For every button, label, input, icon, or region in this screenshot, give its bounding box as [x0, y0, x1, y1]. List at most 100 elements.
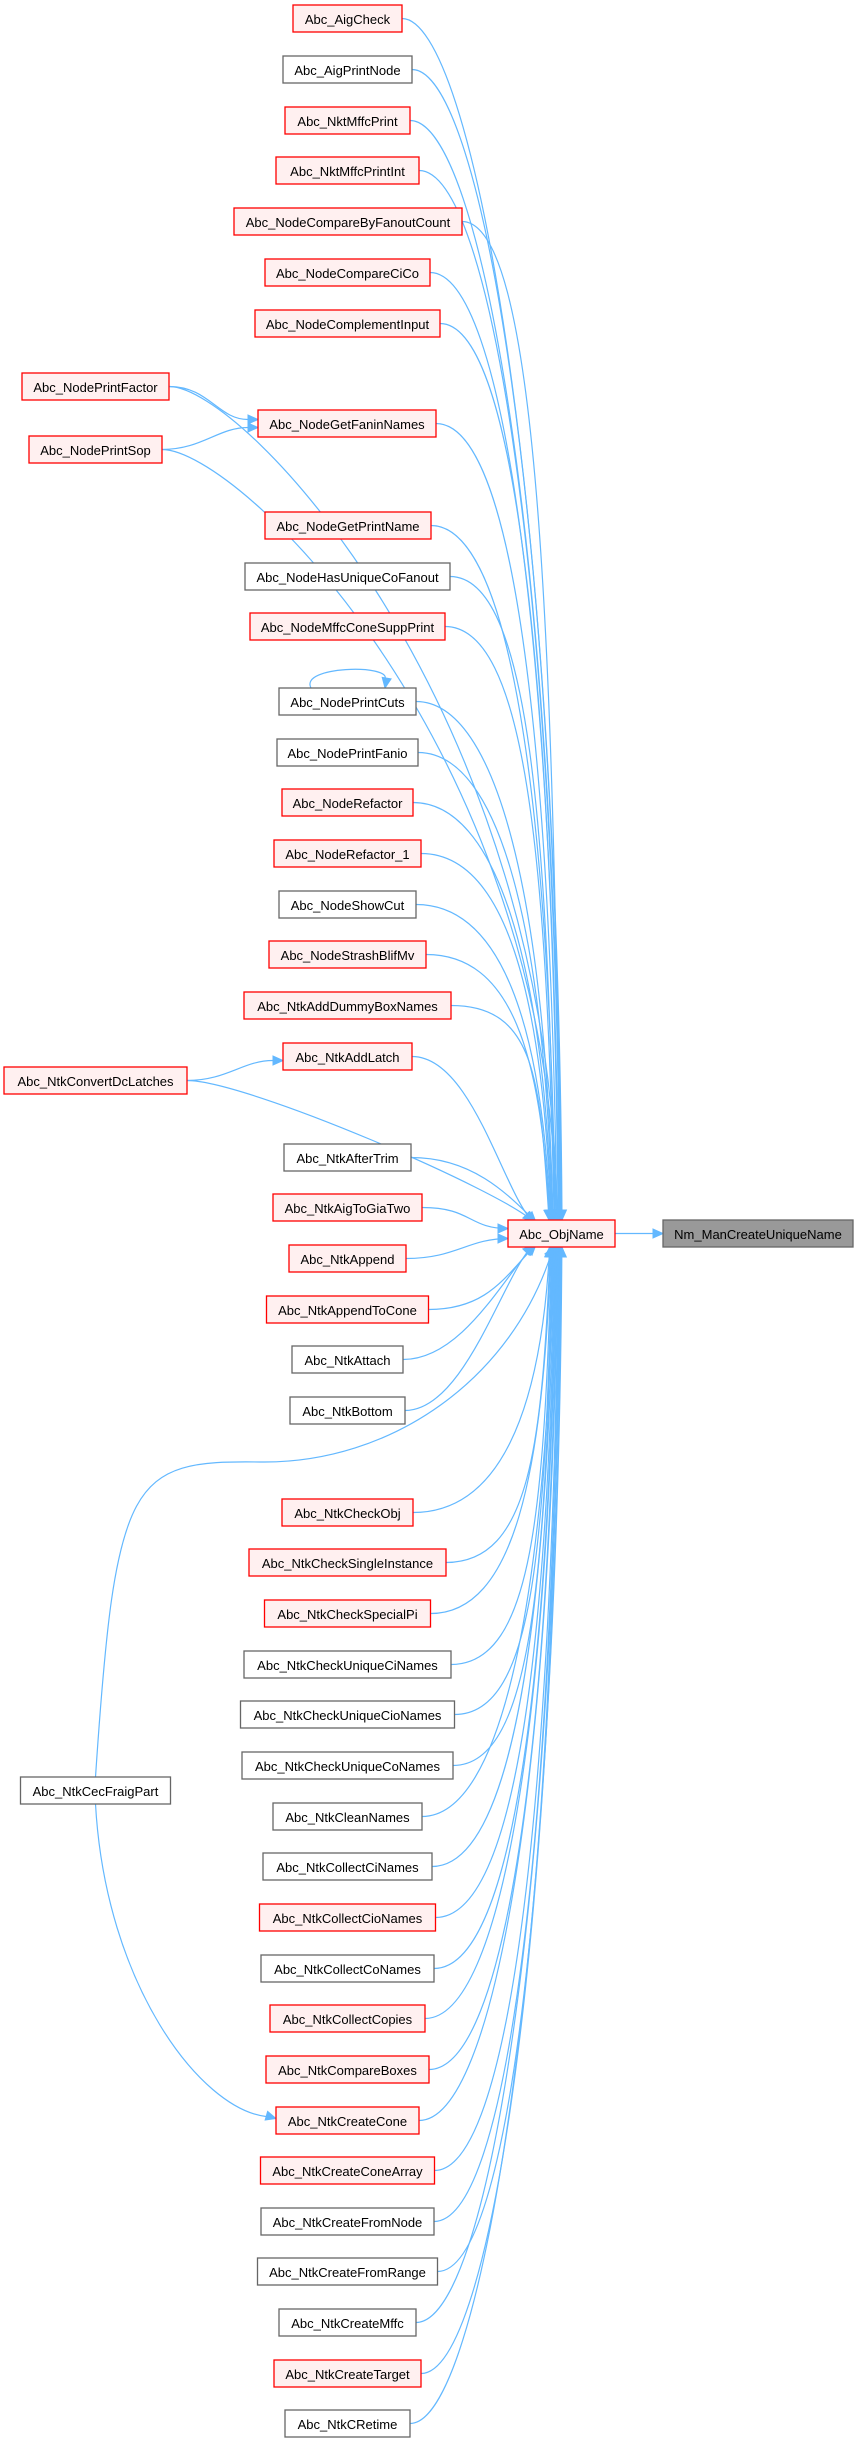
node-box[interactable]	[269, 2004, 426, 2033]
node-box[interactable]	[248, 1548, 447, 1577]
node-box[interactable]	[288, 1244, 407, 1273]
node-abc-ntk-check-unique-ci-names[interactable]: Abc_NtkCheckUniqueCiNames	[243, 1650, 452, 1679]
node-box[interactable]	[292, 4, 403, 33]
node-box[interactable]	[264, 511, 432, 540]
node-abc-node-complement-input[interactable]: Abc_NodeComplementInput	[254, 309, 441, 338]
node-box[interactable]	[258, 1903, 437, 1932]
node-abc-node-compare-by-fanout-count[interactable]: Abc_NodeCompareByFanoutCount	[233, 207, 463, 236]
node-abc-ntk-create-cone-array[interactable]: Abc_NtkCreateConeArray	[259, 2156, 436, 2185]
node-box[interactable]	[260, 1954, 435, 1983]
node-abc-node-get-print-name[interactable]: Abc_NodeGetPrintName	[264, 511, 432, 540]
node-box[interactable]	[3, 1066, 188, 1095]
node-abc-ntk-cec-fraig-part[interactable]: Abc_NtkCecFraigPart	[19, 1776, 172, 1805]
node-abc-ntk-clean-names[interactable]: Abc_NtkCleanNames	[272, 1802, 423, 1831]
node-abc-ntk-append[interactable]: Abc_NtkAppend	[288, 1244, 407, 1273]
node-box[interactable]	[278, 2308, 417, 2337]
node-abc-ntk-create-from-node[interactable]: Abc_NtkCreateFromNode	[260, 2207, 435, 2236]
node-abc-ntk-collect-co-names[interactable]: Abc_NtkCollectCoNames	[260, 1954, 435, 1983]
node-box[interactable]	[281, 1498, 414, 1527]
node-abc-ntk-bottom[interactable]: Abc_NtkBottom	[289, 1396, 406, 1425]
node-abc-ntk-add-dummy-box-names[interactable]: Abc_NtkAddDummyBoxNames	[243, 991, 452, 1020]
node-abc-node-mffc-cone-supp-print[interactable]: Abc_NodeMffcConeSuppPrint	[249, 612, 446, 641]
node-abc-node-get-fanin-names[interactable]: Abc_NodeGetFaninNames	[257, 409, 437, 438]
node-nm-man-create-unique-name[interactable]: Nm_ManCreateUniqueName	[662, 1219, 854, 1248]
node-abc-aig-check[interactable]: Abc_AigCheck	[292, 4, 403, 33]
node-abc-ntk-check-special-pi[interactable]: Abc_NtkCheckSpecialPi	[263, 1599, 432, 1628]
node-abc-node-print-cuts[interactable]: Abc_NodePrintCuts	[278, 687, 417, 716]
node-abc-ntk-after-trim[interactable]: Abc_NtkAfterTrim	[283, 1143, 412, 1172]
node-abc-ntk-create-from-range[interactable]: Abc_NtkCreateFromRange	[256, 2257, 439, 2286]
node-abc-ntk-aig-to-gia-two[interactable]: Abc_NtkAigToGiaTwo	[272, 1193, 423, 1222]
node-box[interactable]	[259, 2156, 436, 2185]
node-box[interactable]	[276, 738, 419, 767]
node-box[interactable]	[19, 1776, 172, 1805]
node-abc-ntk-check-obj[interactable]: Abc_NtkCheckObj	[281, 1498, 414, 1527]
node-abc-node-print-fanio[interactable]: Abc_NodePrintFanio	[276, 738, 419, 767]
node-box[interactable]	[260, 2207, 435, 2236]
node-box[interactable]	[273, 2359, 422, 2388]
node-abc-ntk-cretime[interactable]: Abc_NtkCRetime	[284, 2409, 411, 2438]
node-abc-obj-name[interactable]: Abc_ObjName	[507, 1219, 616, 1248]
node-abc-ntk-collect-ci-names[interactable]: Abc_NtkCollectCiNames	[262, 1852, 433, 1881]
node-abc-ntk-add-latch[interactable]: Abc_NtkAddLatch	[282, 1042, 413, 1071]
node-box[interactable]	[244, 562, 451, 591]
node-abc-ntk-collect-cio-names[interactable]: Abc_NtkCollectCioNames	[258, 1903, 437, 1932]
node-abc-node-print-sop[interactable]: Abc_NodePrintSop	[28, 435, 163, 464]
node-box[interactable]	[272, 1802, 423, 1831]
node-box[interactable]	[662, 1219, 854, 1248]
node-box[interactable]	[282, 55, 413, 84]
node-abc-node-show-cut[interactable]: Abc_NodeShowCut	[278, 890, 417, 919]
node-abc-aig-print-node[interactable]: Abc_AigPrintNode	[282, 55, 413, 84]
node-box[interactable]	[275, 156, 420, 185]
node-box[interactable]	[272, 1193, 423, 1222]
node-box[interactable]	[275, 2106, 420, 2135]
node-abc-nkt-mffc-print-int[interactable]: Abc_NktMffcPrintInt	[275, 156, 420, 185]
node-box[interactable]	[243, 991, 452, 1020]
node-abc-nkt-mffc-print[interactable]: Abc_NktMffcPrint	[284, 106, 411, 135]
node-box[interactable]	[233, 207, 463, 236]
node-abc-node-strash-blif-mv[interactable]: Abc_NodeStrashBlifMv	[268, 940, 427, 969]
node-abc-ntk-attach[interactable]: Abc_NtkAttach	[291, 1345, 404, 1374]
node-abc-ntk-create-target[interactable]: Abc_NtkCreateTarget	[273, 2359, 422, 2388]
node-abc-ntk-check-single-instance[interactable]: Abc_NtkCheckSingleInstance	[248, 1548, 447, 1577]
node-box[interactable]	[243, 1650, 452, 1679]
node-abc-ntk-create-cone[interactable]: Abc_NtkCreateCone	[275, 2106, 420, 2135]
node-box[interactable]	[278, 687, 417, 716]
node-abc-node-refactor[interactable]: Abc_NodeRefactor	[281, 788, 414, 817]
node-abc-node-has-unique-co-fanout[interactable]: Abc_NodeHasUniqueCoFanout	[244, 562, 451, 591]
node-box[interactable]	[249, 612, 446, 641]
node-box[interactable]	[256, 2257, 439, 2286]
node-box[interactable]	[21, 372, 170, 401]
node-box[interactable]	[257, 409, 437, 438]
node-box[interactable]	[241, 1751, 454, 1780]
node-abc-ntk-compare-boxes[interactable]: Abc_NtkCompareBoxes	[265, 2055, 430, 2084]
node-box[interactable]	[291, 1345, 404, 1374]
node-abc-node-refactor-1[interactable]: Abc_NodeRefactor_1	[273, 839, 422, 868]
node-box[interactable]	[284, 2409, 411, 2438]
node-abc-ntk-append-to-cone[interactable]: Abc_NtkAppendToCone	[265, 1295, 430, 1324]
node-abc-ntk-check-unique-cio-names[interactable]: Abc_NtkCheckUniqueCioNames	[239, 1700, 456, 1729]
node-box[interactable]	[278, 890, 417, 919]
node-box[interactable]	[28, 435, 163, 464]
node-abc-ntk-collect-copies[interactable]: Abc_NtkCollectCopies	[269, 2004, 426, 2033]
node-box[interactable]	[254, 309, 441, 338]
node-box[interactable]	[265, 2055, 430, 2084]
node-box[interactable]	[239, 1700, 456, 1729]
node-box[interactable]	[289, 1396, 406, 1425]
node-box[interactable]	[262, 1852, 433, 1881]
node-box[interactable]	[281, 788, 414, 817]
node-abc-ntk-convert-dc-latches[interactable]: Abc_NtkConvertDcLatches	[3, 1066, 188, 1095]
node-abc-ntk-check-unique-co-names[interactable]: Abc_NtkCheckUniqueCoNames	[241, 1751, 454, 1780]
node-box[interactable]	[263, 1599, 432, 1628]
node-box[interactable]	[284, 106, 411, 135]
node-box[interactable]	[273, 839, 422, 868]
node-abc-ntk-create-mffc[interactable]: Abc_NtkCreateMffc	[278, 2308, 417, 2337]
node-box[interactable]	[282, 1042, 413, 1071]
node-box[interactable]	[283, 1143, 412, 1172]
node-abc-node-compare-ci-co[interactable]: Abc_NodeCompareCiCo	[264, 258, 431, 287]
node-box[interactable]	[264, 258, 431, 287]
node-box[interactable]	[265, 1295, 430, 1324]
node-box[interactable]	[268, 940, 427, 969]
node-box[interactable]	[507, 1219, 616, 1248]
node-abc-node-print-factor[interactable]: Abc_NodePrintFactor	[21, 372, 170, 401]
